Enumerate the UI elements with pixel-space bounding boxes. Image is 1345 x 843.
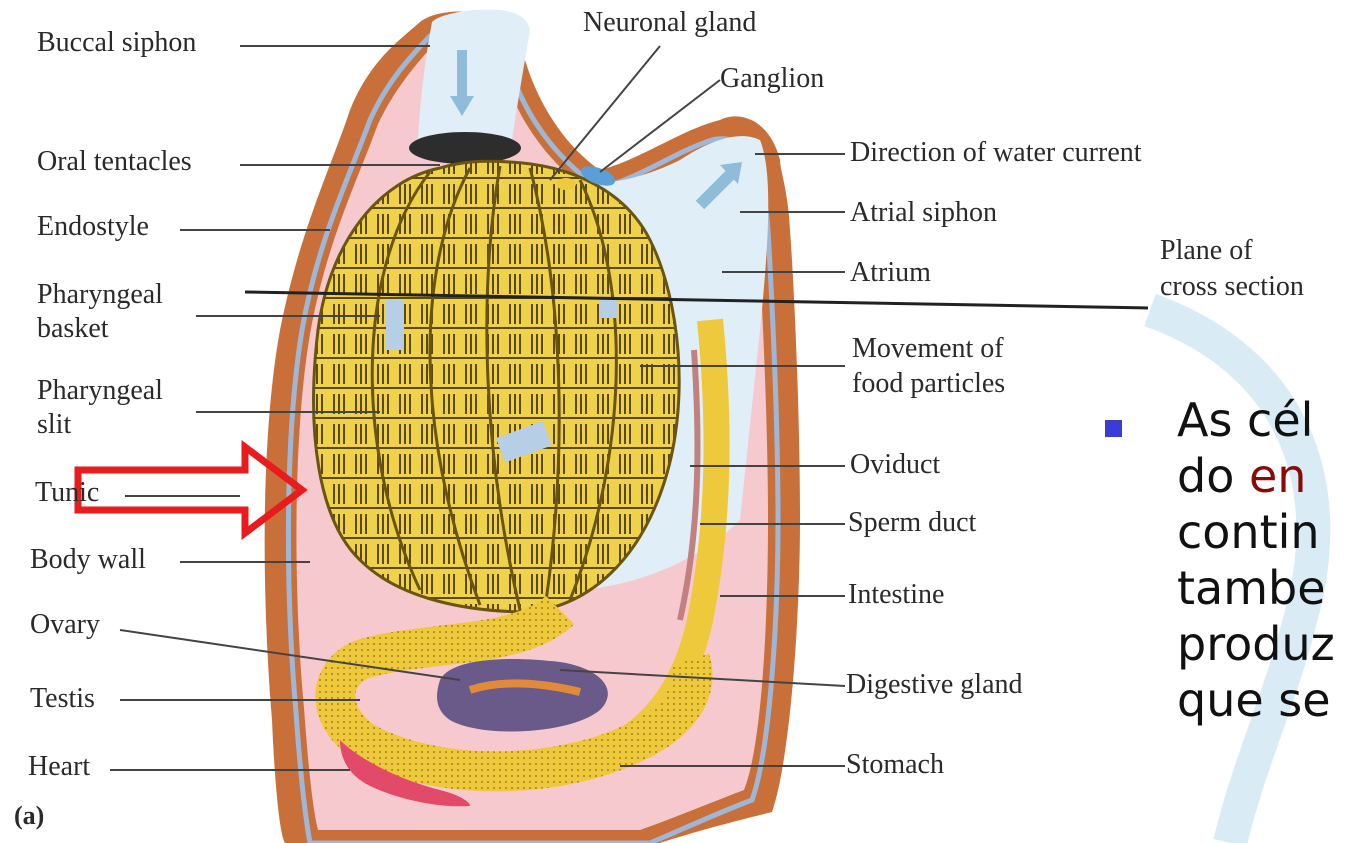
label-direction-of-water-current: Direction of water current — [850, 138, 1142, 169]
label-intestine: Intestine — [848, 580, 944, 611]
label-oral-tentacles: Oral tentacles — [37, 147, 192, 178]
label-ovary: Ovary — [30, 610, 100, 641]
label-neuronal-gland: Neuronal gland — [583, 8, 756, 39]
pharyngeal-basket-shape — [314, 161, 680, 612]
label-heart: Heart — [28, 752, 90, 783]
label-atrial-siphon: Atrial siphon — [850, 198, 997, 229]
bullet-square-icon — [1105, 420, 1122, 437]
label-pharyngeal-basket-2: basket — [37, 314, 109, 345]
label-movement-of-food-2: food particles — [852, 369, 1005, 400]
label-body-wall: Body wall — [30, 545, 146, 576]
label-tunic: Tunic — [35, 478, 99, 509]
bullet-line-5: produz — [1177, 616, 1335, 672]
label-plane-of-cross-section-2: cross section — [1160, 272, 1304, 303]
label-buccal-siphon: Buccal siphon — [37, 28, 196, 59]
label-sperm-duct: Sperm duct — [848, 508, 976, 539]
label-plane-of-cross-section-1: Plane of — [1160, 236, 1253, 267]
bullet-line-4: tambe — [1177, 560, 1335, 616]
label-stomach: Stomach — [846, 750, 944, 781]
label-movement-of-food-1: Movement of — [852, 334, 1004, 365]
label-pharyngeal-basket-1: Pharyngeal — [37, 280, 163, 311]
label-ganglion: Ganglion — [720, 64, 824, 95]
label-oviduct: Oviduct — [850, 450, 940, 481]
panel-label: (a) — [14, 802, 44, 831]
label-testis: Testis — [30, 684, 95, 715]
label-atrium: Atrium — [850, 258, 931, 289]
bullet-text: As cél do en contin tambe produz que se — [1177, 392, 1335, 728]
label-digestive-gland: Digestive gland — [846, 670, 1023, 701]
bullet-line-6: que se — [1177, 672, 1335, 728]
label-endostyle: Endostyle — [37, 212, 149, 243]
bullet-line-3: contin — [1177, 504, 1335, 560]
bullet-line-1: As cél — [1177, 392, 1335, 448]
label-pharyngeal-slit-2: slit — [37, 410, 71, 441]
bullet-line-2: do en — [1177, 448, 1335, 504]
label-pharyngeal-slit-1: Pharyngeal — [37, 376, 163, 407]
